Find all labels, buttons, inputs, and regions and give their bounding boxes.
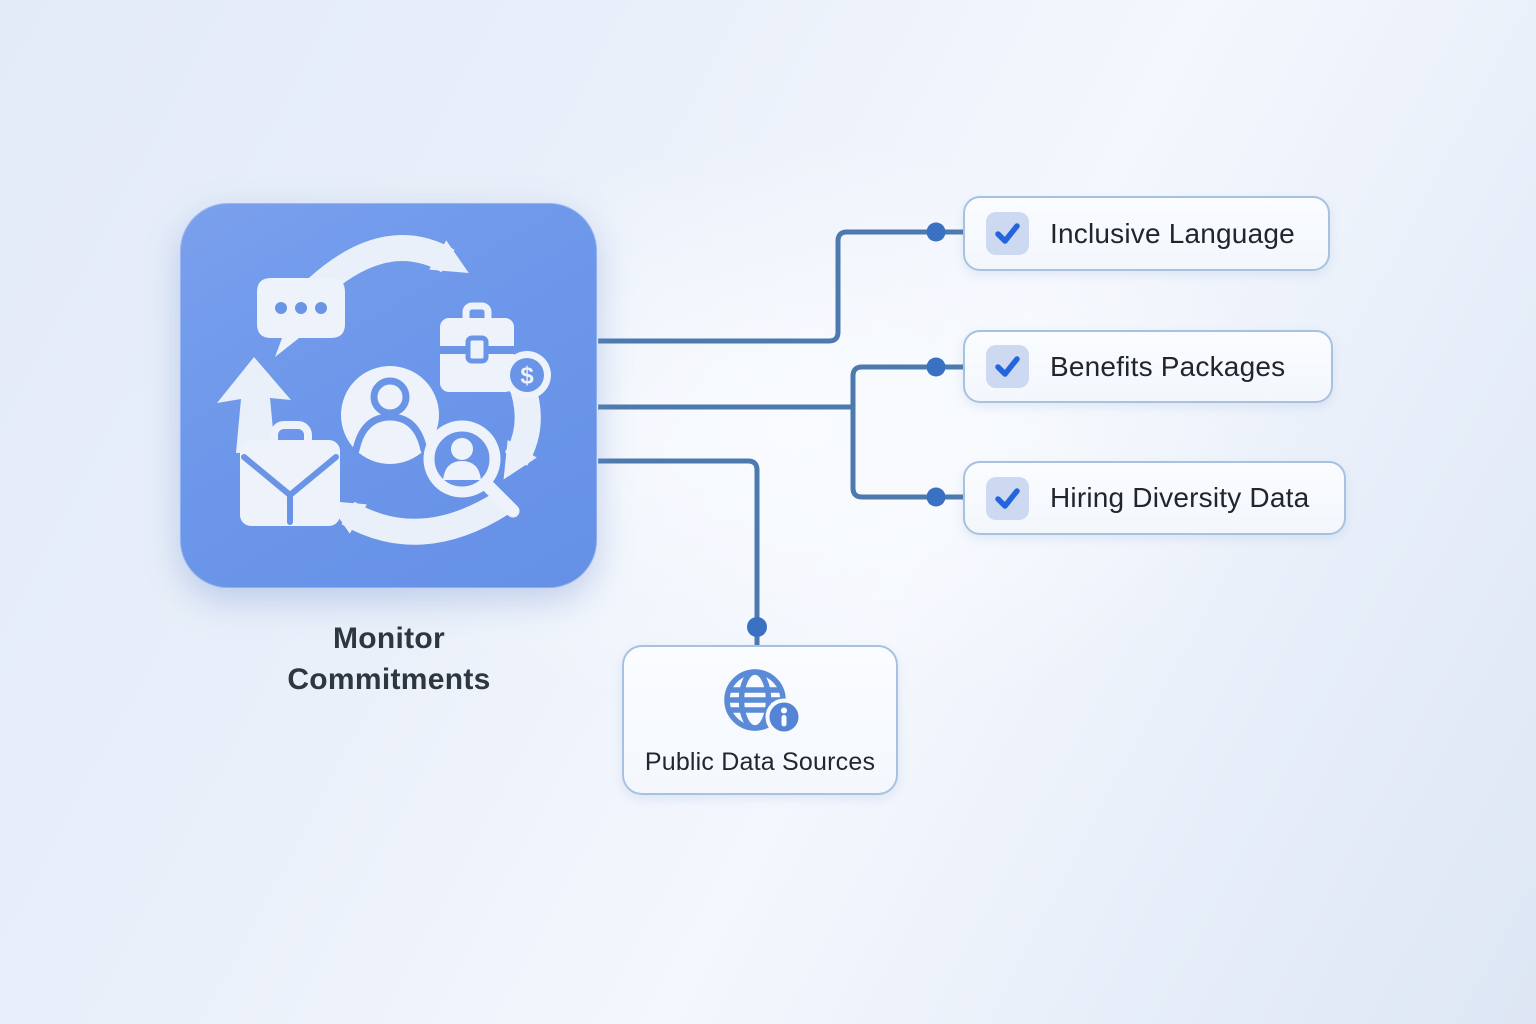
checkmark-icon [995, 487, 1020, 509]
card-label: Hiring Diversity Data [1050, 482, 1310, 513]
connector-dots [747, 222, 946, 637]
briefcase-icon [440, 302, 514, 392]
card-hiring-diversity-data: Hiring Diversity Data [963, 461, 1346, 535]
dot-hiring [926, 487, 946, 507]
card-inclusive-language: Inclusive Language [963, 196, 1330, 271]
dot-public [747, 617, 767, 637]
svg-text:$: $ [520, 363, 534, 390]
globe-info-icon [724, 668, 802, 735]
connector-public-data [597, 458, 760, 645]
main-node-title: Monitor Commitments [287, 622, 491, 696]
speech-bubble-icon [257, 278, 345, 357]
connector-benefits-hiring [850, 364, 963, 500]
hr-cycle-icon: $ [217, 235, 551, 545]
monitor-commitments-node: $ [180, 203, 597, 588]
checkmark-icon [995, 223, 1020, 244]
satchel-icon [240, 421, 340, 526]
user-avatar-icon [341, 366, 439, 464]
public-data-sources-node: Public Data Sources [622, 645, 898, 795]
checkbox-hiring-diversity-data [986, 476, 1029, 520]
card-label: Benefits Packages [1050, 350, 1286, 382]
up-arrow-icon [217, 357, 291, 453]
card-benefits-packages: Benefits Packages [963, 330, 1333, 403]
dot-benefits [926, 357, 946, 377]
card-label: Inclusive Language [1050, 217, 1295, 249]
dot-inclusive [926, 222, 946, 242]
checkbox-inclusive-language [986, 212, 1029, 255]
person-search-icon [423, 420, 520, 518]
checkmark-icon [995, 356, 1020, 377]
dollar-coin-icon: $ [503, 351, 551, 399]
connector-inclusive-language [597, 229, 963, 344]
source-node-label: Public Data Sources [644, 747, 876, 776]
checkbox-benefits-packages [986, 345, 1029, 388]
